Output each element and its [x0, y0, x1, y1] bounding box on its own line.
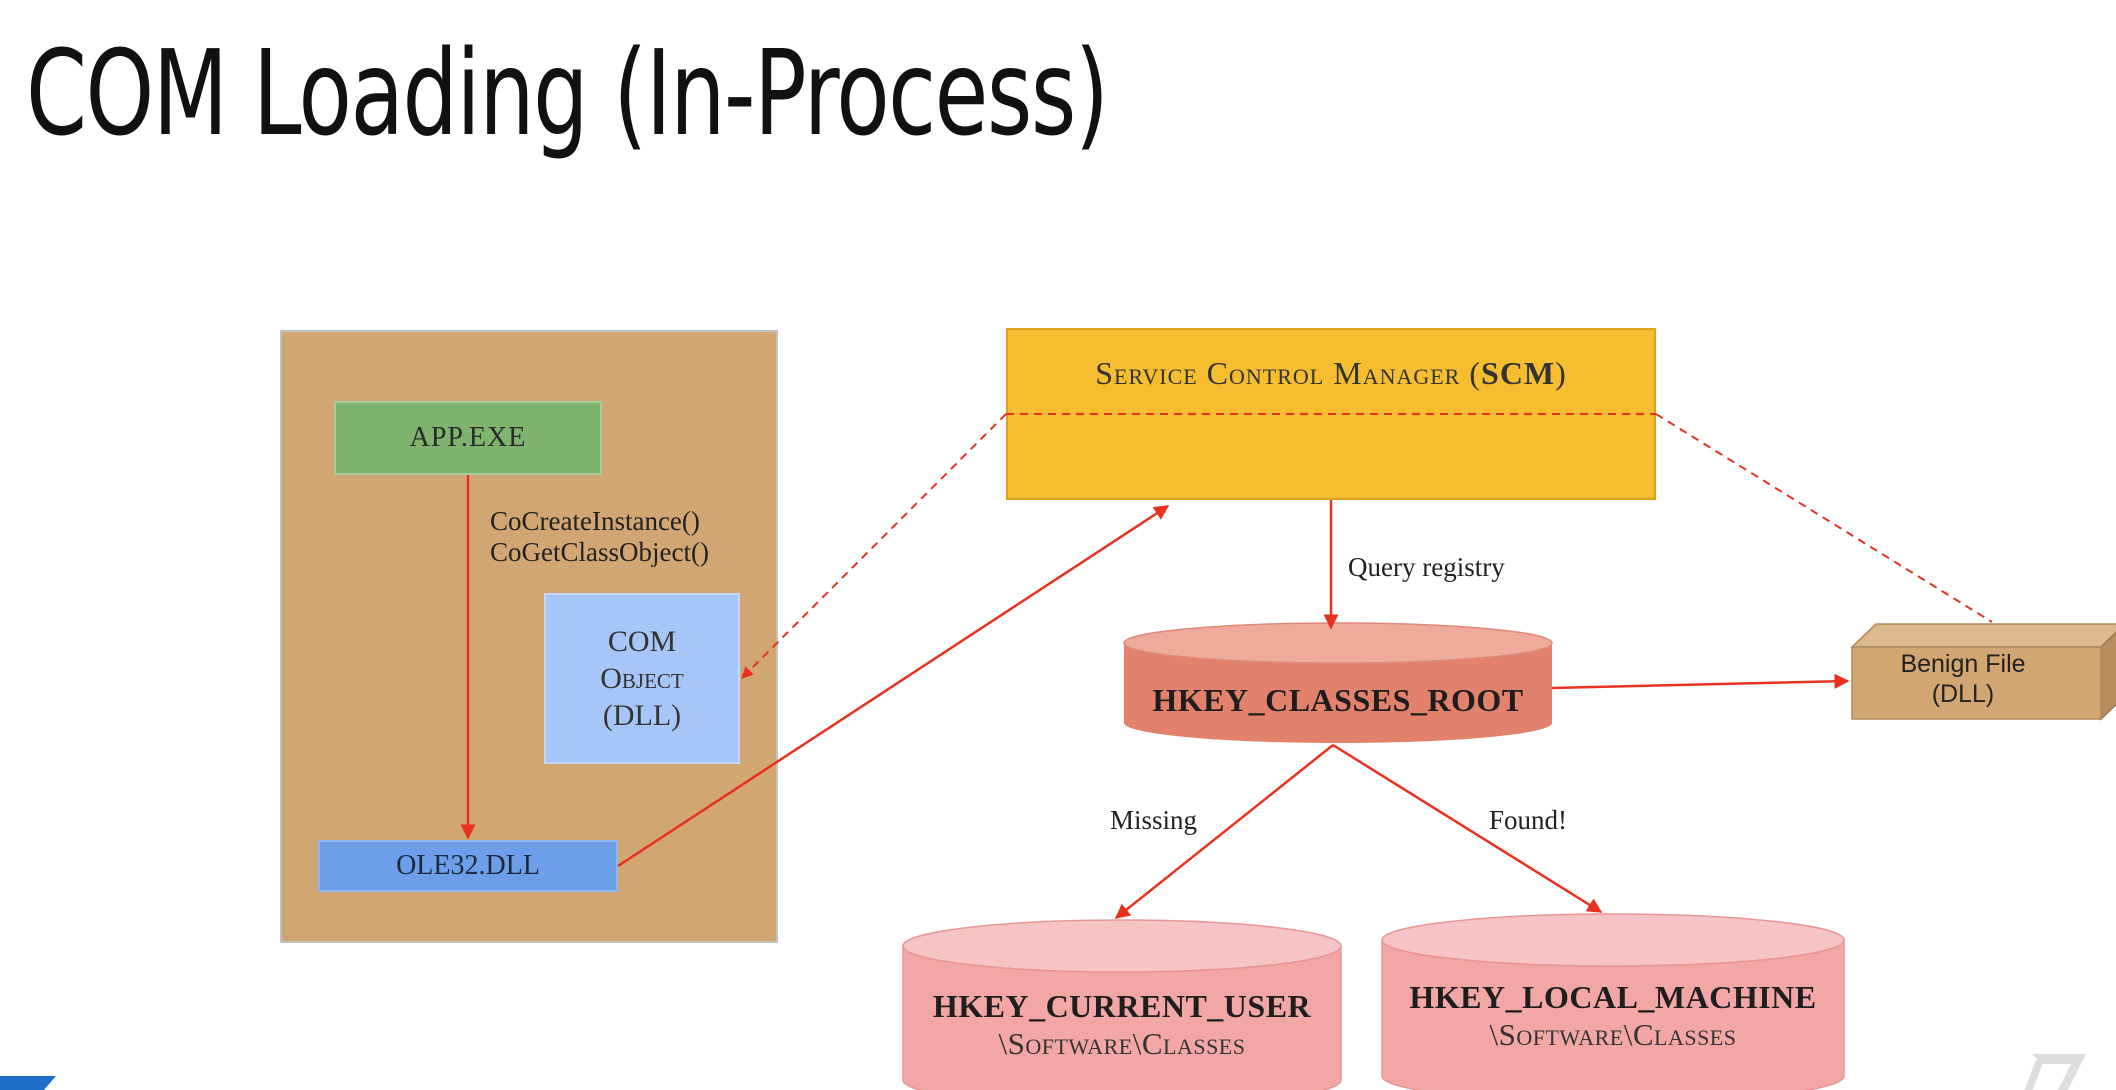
ole32-dll-node: OLE32.DLL [318, 840, 618, 892]
api-calls-label: CoCreateInstance() CoGetClassObject() [490, 506, 709, 568]
query-registry-label: Query registry [1348, 552, 1505, 582]
missing-label: Missing [1110, 805, 1198, 835]
benign-file-label: Benign File (DLL) [1843, 649, 2083, 709]
benign-file-box [1850, 623, 2116, 721]
hkcr-label: HKEY_CLASSES_ROOT [1152, 682, 1524, 718]
hkcu-path: \Software\Classes [998, 1026, 1246, 1061]
scm-paren: ) [1555, 355, 1567, 391]
scm-node: Service Control Manager (SCM) [1006, 328, 1656, 500]
slide-title: COM Loading (In-Process) [26, 24, 1109, 162]
hkcr-cylinder [1123, 622, 1553, 743]
hklm-path: \Software\Classes [1489, 1017, 1737, 1052]
found-label: Found! [1489, 805, 1568, 835]
benign-file-name: Benign File [1900, 650, 2026, 678]
scm-abbr: SCM [1481, 355, 1556, 391]
benign-file-type: (DLL) [1931, 680, 1995, 708]
app-exe-node: APP.EXE [334, 401, 602, 475]
hklm-label: HKEY_LOCAL_MACHINE [1409, 979, 1817, 1015]
hkcu-cylinder [902, 919, 1342, 1090]
com-object-label-1: COM [607, 625, 677, 658]
footer-logo-left [0, 1076, 56, 1090]
com-object-label-3: (DLL) [602, 699, 682, 732]
hklm-cylinder [1381, 913, 1845, 1090]
footer-logo-right-icon [2024, 1054, 2086, 1090]
scm-label: Service Control Manager ( [1095, 355, 1482, 391]
api-call-cocreateinstance: CoCreateInstance() [490, 506, 700, 536]
api-call-cogetclassobject: CoGetClassObject() [490, 537, 709, 567]
com-object-label-2: Object [600, 662, 684, 695]
com-object-node: COM Object (DLL) [544, 593, 740, 764]
hkcu-label: HKEY_CURRENT_USER [932, 988, 1312, 1024]
